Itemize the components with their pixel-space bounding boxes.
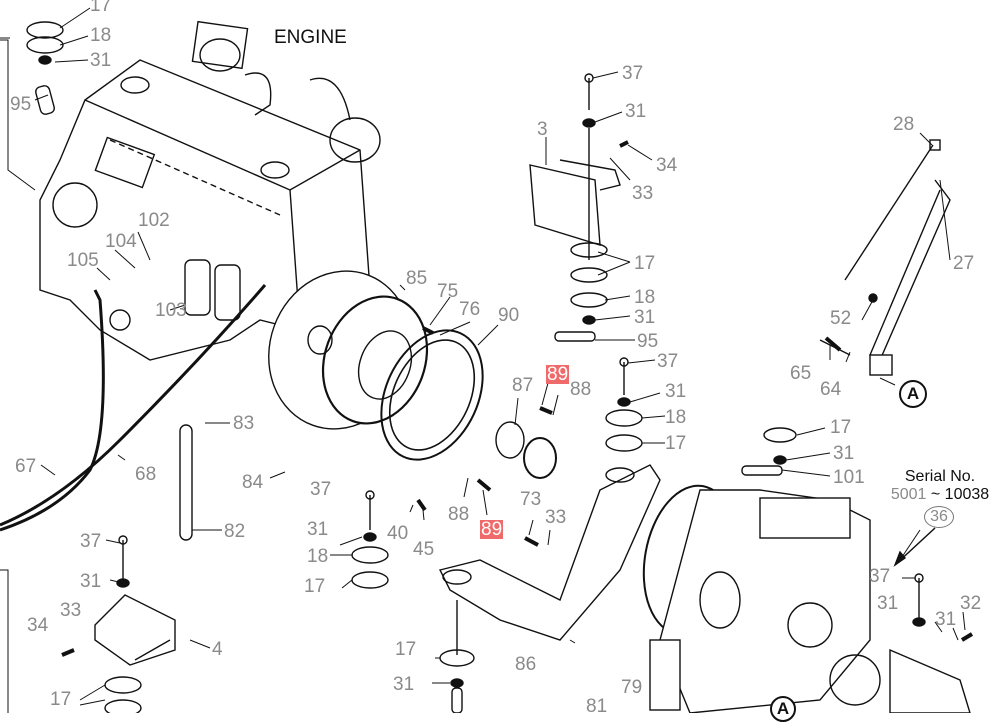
callout-label: 34 — [656, 155, 678, 176]
serial-range-start: 5001 — [890, 486, 927, 503]
engine-block — [39, 20, 381, 361]
callout-label: 31 — [393, 674, 415, 695]
callout-label: 37 — [869, 566, 891, 587]
callout-label: 31 — [634, 307, 656, 328]
coupling — [495, 421, 557, 479]
callout-label: 33 — [632, 183, 654, 204]
callout-label: 17 — [395, 639, 417, 660]
callout-label: 105 — [67, 250, 99, 271]
callout-label: 73 — [520, 489, 542, 510]
callout-label: 95 — [637, 331, 659, 352]
engine-title: ENGINE — [274, 27, 347, 48]
callout-label: 33 — [60, 600, 82, 621]
callout-label: 83 — [233, 413, 255, 434]
callout-label: 31 — [90, 50, 112, 71]
callout-label: 37 — [80, 531, 102, 552]
serial-range-end: 10038 — [944, 486, 990, 503]
callout-label-highlighted: 89 — [546, 364, 570, 385]
callout-label: 86 — [515, 654, 537, 675]
callout-label: 85 — [406, 268, 428, 289]
callout-label: 95 — [10, 94, 32, 115]
callout-label: 17 — [90, 0, 112, 16]
callout-label: 17 — [830, 417, 852, 438]
callout-label: 17 — [634, 253, 656, 274]
callout-label: 37 — [657, 351, 679, 372]
callout-label: 103 — [155, 300, 187, 321]
reference-marker-a-bottom: A — [770, 696, 796, 722]
callout-label: 104 — [105, 231, 137, 252]
callout-label: 65 — [790, 363, 812, 384]
callout-label: 31 — [80, 571, 102, 592]
serial-reference-circle: 36 — [924, 506, 954, 528]
small-bolts — [61, 140, 974, 657]
callout-label: 64 — [820, 379, 842, 400]
callout-label: 4 — [212, 639, 223, 660]
transmission — [642, 484, 971, 713]
callout-label: 18 — [90, 25, 112, 46]
callout-label: 3 — [537, 119, 548, 140]
callout-label: 82 — [224, 521, 246, 542]
callout-label: 33 — [545, 507, 567, 528]
hoses — [0, 284, 267, 532]
gasket-ring — [380, 329, 484, 461]
callout-label: 18 — [665, 407, 687, 428]
callout-label: 31 — [665, 381, 687, 402]
callout-label: 18 — [307, 546, 329, 567]
mount-stacks — [26, 21, 926, 713]
callout-label: 101 — [833, 467, 865, 488]
callout-label: 27 — [953, 253, 975, 274]
callout-label: 31 — [307, 519, 329, 540]
callout-label: 68 — [135, 464, 157, 485]
callout-label: 18 — [634, 287, 656, 308]
callout-label: 34 — [27, 615, 49, 636]
serial-label: Serial No. — [904, 468, 976, 485]
callout-label: 75 — [437, 281, 459, 302]
callout-label: 37 — [310, 479, 332, 500]
callout-label: 79 — [621, 677, 643, 698]
reference-marker-a: A — [899, 380, 927, 408]
serial-number-block: Serial No. 5001 ~ 10038 — [880, 468, 1000, 504]
serial-range: 5001 ~ 10038 — [880, 486, 1000, 504]
callout-label: 31 — [935, 609, 957, 630]
bracket-86 — [438, 464, 661, 641]
callout-label: 17 — [50, 689, 72, 710]
callout-label: 81 — [586, 696, 608, 717]
dipstick-assembly — [819, 139, 951, 376]
callout-label: 67 — [15, 456, 37, 477]
leader-lines — [0, 7, 966, 706]
callout-label: 102 — [138, 210, 170, 231]
callout-label: 31 — [625, 101, 647, 122]
callout-label: 76 — [459, 299, 481, 320]
callout-label: 45 — [413, 539, 435, 560]
tube-82 — [179, 424, 193, 541]
callout-label: 90 — [498, 305, 520, 326]
callout-label: 88 — [448, 504, 470, 525]
callout-label-highlighted: 89 — [480, 519, 504, 540]
flywheel-housing — [268, 270, 429, 430]
bracket-4 — [94, 594, 176, 666]
callout-label: 31 — [833, 443, 855, 464]
callout-label: 87 — [512, 375, 534, 396]
serial-range-sep: ~ — [930, 486, 941, 503]
callout-label: 52 — [830, 308, 852, 329]
callout-label: 32 — [960, 593, 982, 614]
callout-label: 84 — [242, 472, 264, 493]
callout-label: 88 — [570, 379, 592, 400]
callout-label: 37 — [622, 63, 644, 84]
callout-label: 28 — [893, 114, 915, 135]
bracket-3 — [529, 159, 621, 246]
callout-label: 31 — [877, 593, 899, 614]
callout-label: 40 — [387, 523, 409, 544]
callout-label: 17 — [665, 433, 687, 454]
callout-label: 17 — [304, 576, 326, 597]
